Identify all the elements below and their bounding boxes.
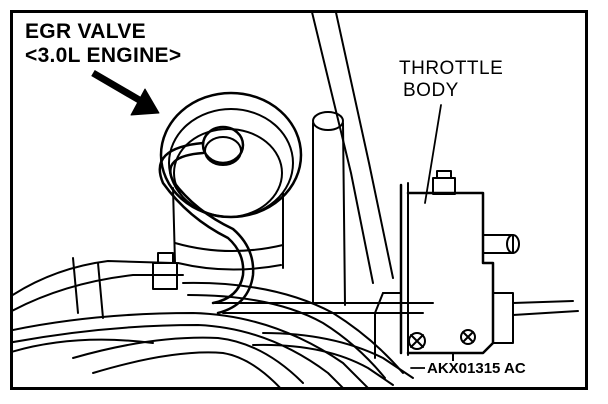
callout-line-1: THROTTLE xyxy=(399,58,504,79)
vertical-pipe xyxy=(311,13,394,284)
title-line-1: EGR VALVE xyxy=(25,20,146,43)
pipe-bundle xyxy=(13,281,434,387)
title-line-2: <3.0L ENGINE> xyxy=(25,44,182,67)
callout-line-2: BODY xyxy=(403,80,459,101)
egr-diagram-drawing xyxy=(13,13,579,387)
throttle-body xyxy=(374,170,579,376)
diagram-frame: EGR VALVE <3.0L ENGINE> THROTTLE BODY AK… xyxy=(10,10,588,390)
figure-code: AKX01315 AC xyxy=(425,360,528,377)
engine-block xyxy=(13,252,184,353)
cap-pipe xyxy=(312,111,346,306)
throttle-leader-line xyxy=(424,104,442,204)
egr-valve xyxy=(159,91,303,271)
vacuum-hose xyxy=(158,141,255,315)
pointer-arrow xyxy=(91,69,160,116)
